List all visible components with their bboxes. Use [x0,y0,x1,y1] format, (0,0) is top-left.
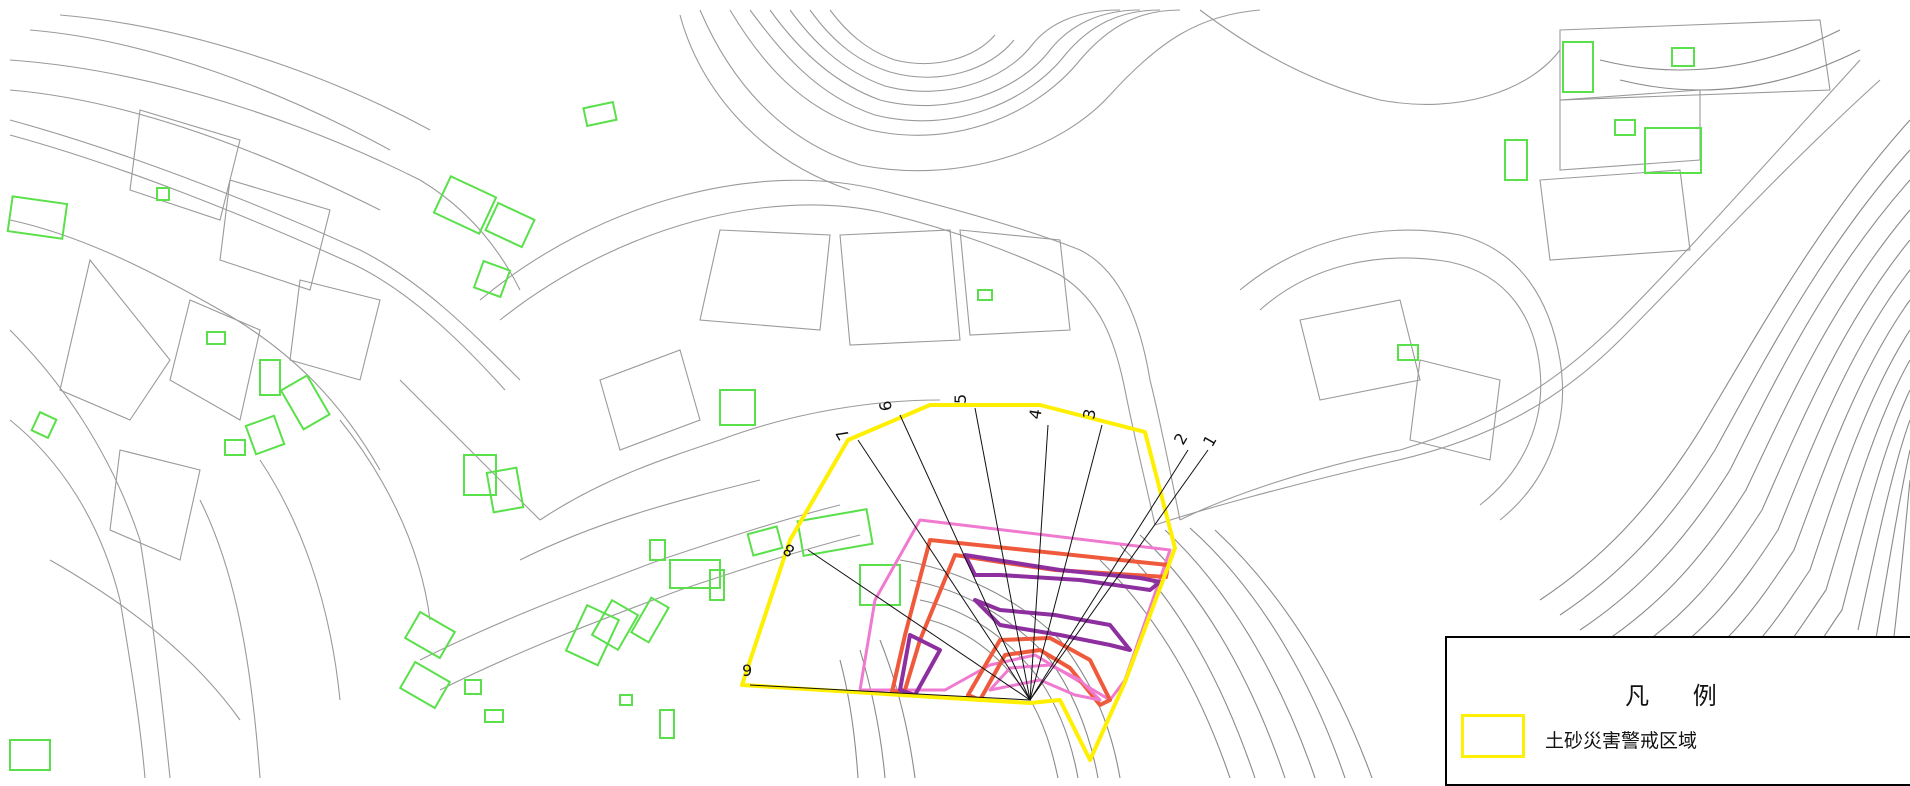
section-label-6: 6 [875,399,895,412]
legend-warning-zone-label: 土砂災害警戒区域 [1545,730,1698,752]
section-label-1: 1 [1199,432,1221,450]
section-labels: 1 2 3 4 5 6 7 8 9 [742,394,1221,680]
legend-warning-zone-swatch [1461,714,1525,758]
section-label-9: 9 [742,661,752,680]
section-label-3: 3 [1079,407,1099,420]
hazard-zones [740,403,1177,762]
section-label-2: 2 [1170,430,1192,448]
buildings [6,41,1702,771]
section-lines [749,407,1209,701]
red-zone-inner [966,636,1112,707]
section-label-4: 4 [1025,407,1045,420]
pink-zone-outer [858,518,1172,702]
pink-zone-inner [988,663,1102,702]
purple-zone [963,553,1162,652]
map-legend: 凡 例 土砂災害警戒区域 [1445,636,1910,786]
legend-title: 凡 例 [1625,682,1735,710]
contour-lines [9,9,1910,778]
section-label-8: 8 [780,539,798,561]
warning-zone-outline [740,403,1177,762]
section-label-5: 5 [951,394,970,404]
red-zone [890,538,1170,694]
